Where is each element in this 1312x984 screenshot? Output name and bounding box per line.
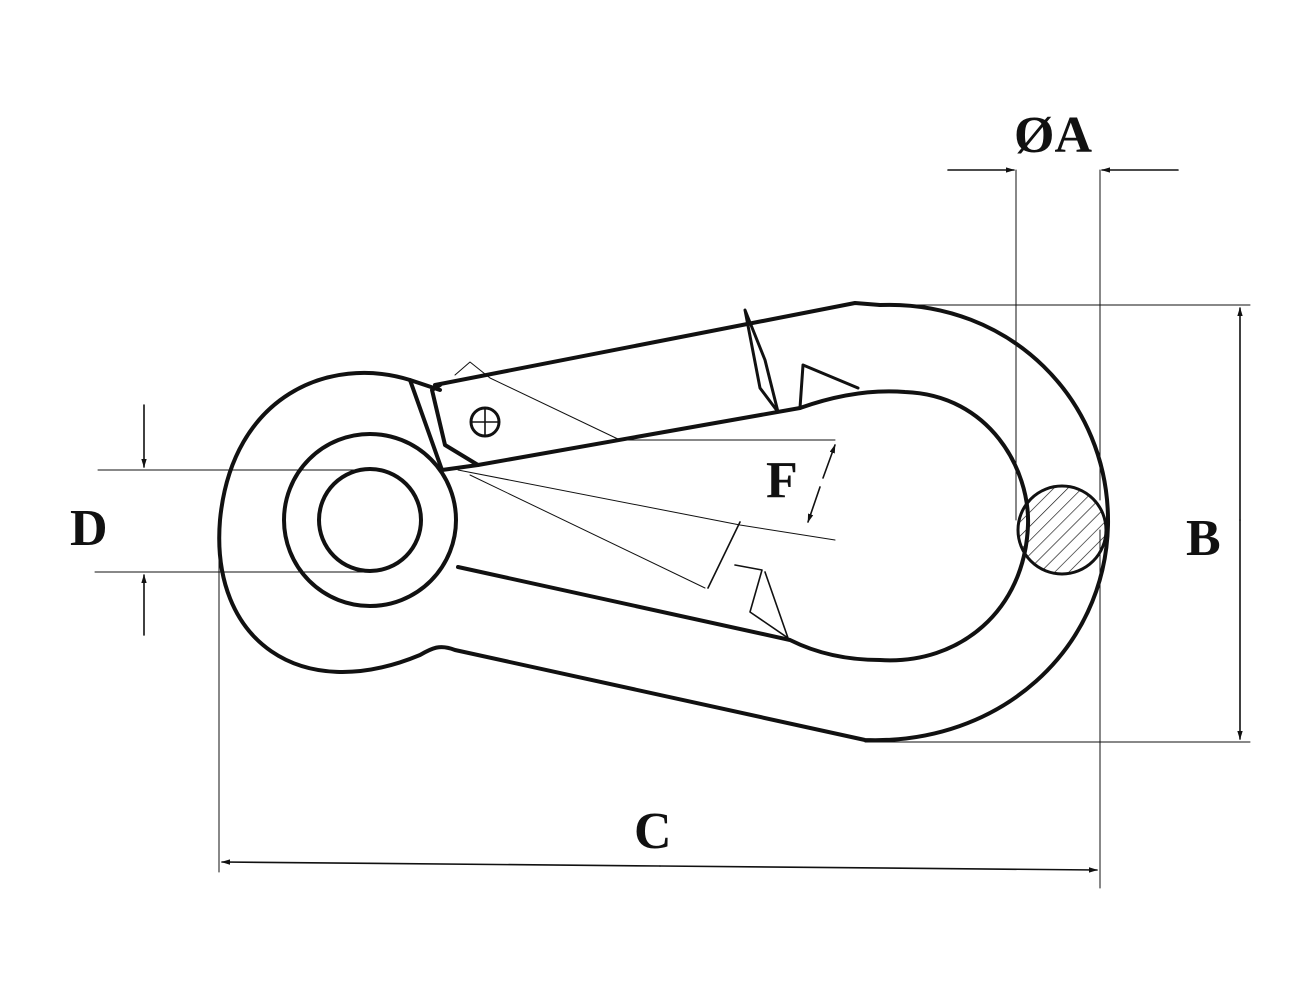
dimension-d-label: D xyxy=(70,500,108,557)
dimension-a: ØA xyxy=(947,107,1179,521)
dimension-c: C xyxy=(218,529,1101,889)
gate-latch xyxy=(433,301,882,387)
spring-hidden-line-lower xyxy=(457,469,836,541)
spring-hidden-line-upper xyxy=(454,361,836,441)
dimension-d: D xyxy=(70,404,371,636)
rivet-icon xyxy=(469,406,501,438)
dimension-b: B xyxy=(864,304,1251,743)
snap-hook-body xyxy=(217,301,1111,743)
wire-cross-section xyxy=(1016,484,1108,576)
gate-hinge-end xyxy=(408,378,480,472)
gate-latch-lower-edge xyxy=(476,406,802,467)
gate-tip-notch xyxy=(743,308,780,414)
dimension-b-label: B xyxy=(1186,510,1221,567)
dimension-f-label: F xyxy=(766,452,798,509)
eye-ring-inner xyxy=(317,467,423,573)
spring-seat xyxy=(707,521,789,639)
spring-hidden-line-diagonal xyxy=(469,474,706,589)
dimension-a-label: ØA xyxy=(1014,107,1092,164)
eye-ring-outer xyxy=(282,432,458,608)
dimension-c-label: C xyxy=(634,803,672,860)
dimension-f: F xyxy=(766,444,836,523)
nose-hook-tooth xyxy=(798,363,860,410)
hook-outer-contour xyxy=(217,302,1111,743)
